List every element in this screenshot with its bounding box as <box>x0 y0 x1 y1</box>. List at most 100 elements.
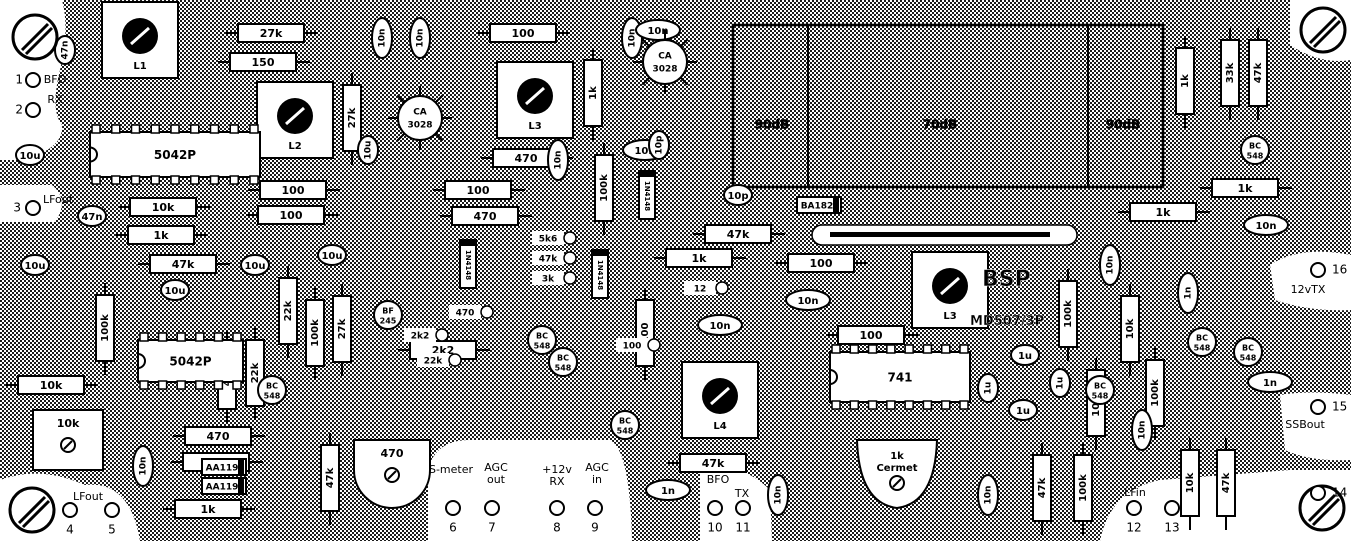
resistor: 100 <box>246 205 338 225</box>
svg-text:47k: 47k <box>702 457 725 470</box>
svg-text:1k: 1k <box>890 451 904 462</box>
resistor: 10k <box>1120 284 1140 376</box>
capacitor: 10n <box>1131 409 1153 451</box>
capacitor: 10n <box>371 17 393 59</box>
svg-text:1N4148: 1N4148 <box>643 181 651 211</box>
resistor: 47k <box>1216 438 1236 530</box>
svg-text:1k: 1k <box>201 503 217 516</box>
svg-text:CA: CA <box>413 108 427 118</box>
svg-text:5042P: 5042P <box>154 148 196 162</box>
svg-text:100k: 100k <box>310 319 321 347</box>
resistor: 150 <box>218 52 310 72</box>
board-brand: BSP <box>982 267 1031 292</box>
connector-label: LFin <box>1124 486 1146 499</box>
crystal-filter-block <box>731 23 1165 189</box>
svg-text:100: 100 <box>282 184 305 197</box>
svg-text:10k: 10k <box>1185 472 1196 493</box>
trimmer-potentiometer: 470 <box>353 439 431 509</box>
svg-text:10u: 10u <box>19 151 40 162</box>
connector-pad-6: 6S-meter <box>429 463 474 535</box>
resistor: 27k <box>342 73 362 165</box>
svg-text:3028: 3028 <box>652 65 677 75</box>
capacitor: 1u <box>1008 399 1038 421</box>
trimmer-potentiometer: 10k <box>32 409 104 471</box>
svg-text:548: 548 <box>1194 344 1211 353</box>
svg-text:10n: 10n <box>984 486 994 505</box>
svg-text:10n: 10n <box>774 486 784 505</box>
connector-label: SSBout <box>1285 418 1325 431</box>
capacitor: 10u <box>15 144 45 166</box>
svg-text:1k: 1k <box>692 252 708 265</box>
mounting-screw-icon <box>1298 484 1346 532</box>
svg-text:1u: 1u <box>984 382 994 395</box>
resistor: 1k <box>116 225 208 245</box>
diode: AA119 <box>201 477 247 495</box>
capacitor: 10u <box>20 254 50 276</box>
svg-text:100: 100 <box>860 329 883 342</box>
svg-text:100: 100 <box>623 342 642 352</box>
svg-text:10n: 10n <box>139 457 149 476</box>
svg-text:BC: BC <box>1242 344 1254 353</box>
svg-text:10u: 10u <box>364 141 374 160</box>
capacitor: 10n <box>767 474 789 516</box>
svg-text:10n: 10n <box>378 29 388 48</box>
svg-text:BC: BC <box>619 417 631 426</box>
connector-label: AGC <box>585 461 609 474</box>
resistor: 1k <box>583 48 603 140</box>
svg-text:22k: 22k <box>424 357 444 367</box>
capacitor: 47n <box>77 205 107 227</box>
svg-text:245: 245 <box>380 317 397 326</box>
svg-text:BC: BC <box>266 382 278 391</box>
svg-text:10k: 10k <box>40 379 63 392</box>
resistor: 22k <box>245 328 265 420</box>
svg-text:2k2: 2k2 <box>411 332 430 342</box>
connector-pad-14: 14 <box>1310 485 1347 501</box>
svg-text:10n: 10n <box>797 296 818 307</box>
svg-text:100k: 100k <box>599 174 610 202</box>
small-component: 5k6 <box>532 231 577 245</box>
mounting-screw-icon <box>8 486 56 534</box>
svg-text:10u: 10u <box>164 286 185 297</box>
svg-text:10u: 10u <box>244 261 265 272</box>
connector-pad-2: 2RX <box>15 93 63 118</box>
svg-text:47k: 47k <box>727 228 750 241</box>
capacitor: 47n <box>54 35 76 65</box>
capacitor: 1u <box>1049 368 1071 398</box>
svg-text:1n: 1n <box>1184 287 1194 300</box>
svg-text:5042P: 5042P <box>169 355 211 369</box>
capacitor: 1u <box>1010 344 1040 366</box>
svg-text:27k: 27k <box>260 27 283 40</box>
connector-label: RX <box>47 93 63 106</box>
diode: BA182 <box>796 196 842 214</box>
resistor: 100k <box>1058 269 1078 361</box>
connector-label: S-meter <box>429 463 474 476</box>
svg-text:L4: L4 <box>713 421 726 432</box>
small-component: 2k2 <box>404 328 449 342</box>
svg-text:12: 12 <box>694 285 707 295</box>
svg-text:100: 100 <box>810 257 833 270</box>
capacitor: 1n <box>1177 272 1199 314</box>
svg-text:548: 548 <box>1092 392 1109 401</box>
svg-text:10k: 10k <box>57 417 80 430</box>
connector-label: AGC <box>484 461 508 474</box>
diode: 1N4148 <box>638 170 656 220</box>
resistor: 10k <box>118 197 210 217</box>
svg-text:BC: BC <box>557 354 569 363</box>
svg-text:CA: CA <box>658 52 672 62</box>
mounting-screws <box>8 6 1347 534</box>
connector-number: 11 <box>735 521 750 535</box>
connector-number: 14 <box>1332 486 1347 500</box>
connector-number: 3 <box>13 201 21 215</box>
svg-text:BF: BF <box>382 307 394 316</box>
